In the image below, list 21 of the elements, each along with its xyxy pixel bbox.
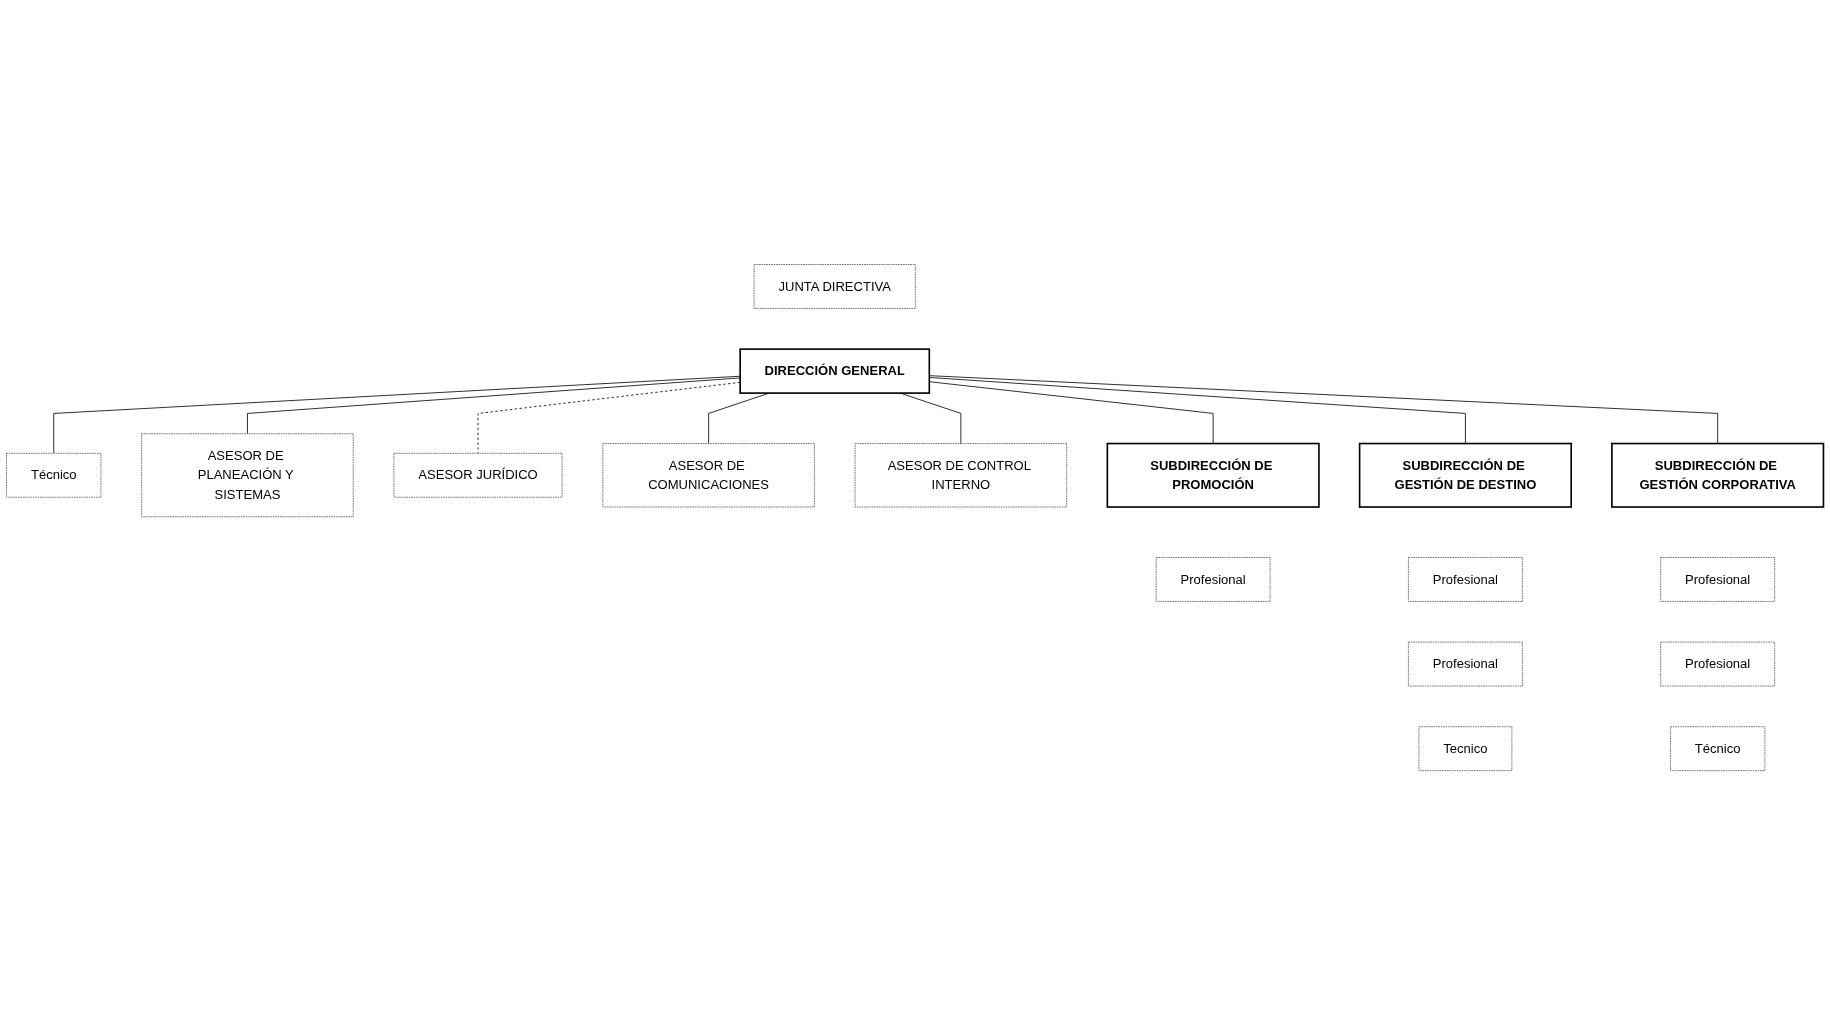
node-box: SUBDIRECCIÓN DE GESTIÓN CORPORATIVA (1611, 442, 1825, 508)
node-box: Profesional (1660, 641, 1776, 687)
node-box: Técnico (6, 452, 102, 498)
node-box: Profesional (1155, 556, 1271, 602)
node-box: Profesional (1408, 641, 1523, 687)
node-box: Profesional (1660, 556, 1776, 602)
node-box: ASESOR DE COMUNICACIONES (602, 443, 815, 508)
connector (899, 392, 962, 444)
node-box: ASESOR DE CONTROL INTERNO (854, 443, 1068, 508)
connector (247, 377, 741, 435)
node-box: DIRECCIÓN GENERAL (739, 348, 931, 394)
node-box: ASESOR JURÍDICO (393, 452, 563, 498)
connector (53, 375, 741, 454)
node-box: ASESOR DE PLANEACIÓN Y SISTEMAS (141, 433, 354, 518)
node-box: Tecnico (1418, 726, 1513, 771)
node-box: JUNTA DIRECTIVA (753, 264, 916, 309)
node-box: Profesional (1408, 556, 1523, 602)
node-box: Técnico (1670, 726, 1766, 771)
node-box: SUBDIRECCIÓN DE PROMOCIÓN (1106, 442, 1320, 508)
connector (708, 392, 770, 444)
node-box: SUBDIRECCIÓN DE GESTIÓN DE DESTINO (1358, 442, 1572, 508)
